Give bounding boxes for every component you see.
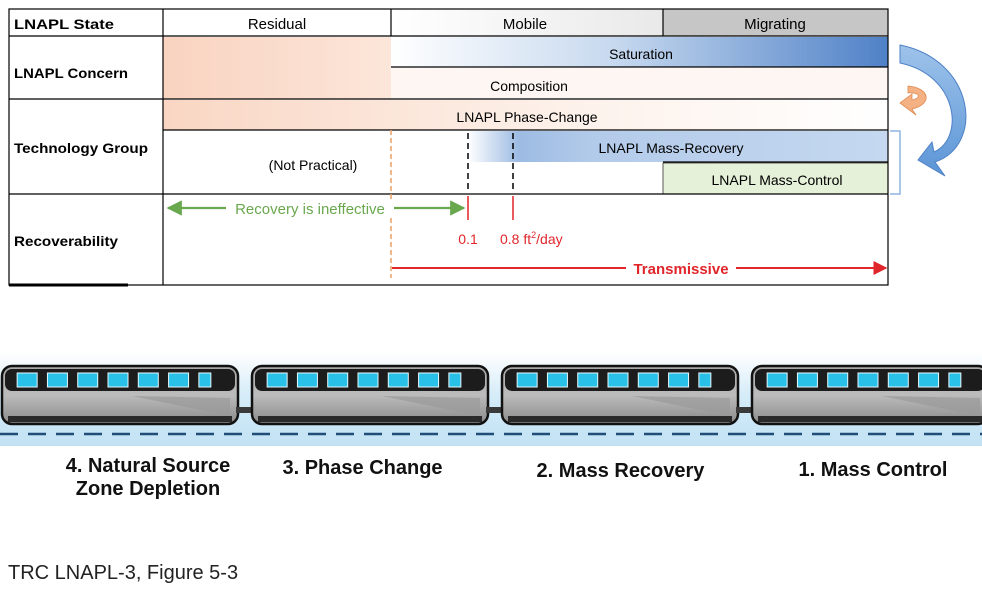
cycle-arrows <box>890 44 967 195</box>
row-label-recoverability: Recoverability <box>14 233 118 249</box>
threshold-0-1-label: 0.1 <box>458 231 478 247</box>
car-window <box>198 372 212 388</box>
car-shading <box>381 396 480 416</box>
bracket-right <box>890 130 901 195</box>
figure-caption: TRC LNAPL-3, Figure 5-3 <box>8 562 239 584</box>
train-illustration <box>0 352 982 446</box>
mass-recovery-bar <box>468 131 888 162</box>
car-window <box>46 372 68 388</box>
car-shading <box>881 396 980 416</box>
state-migrating: Migrating <box>744 16 806 33</box>
row-label-state: LNAPL State <box>14 16 114 32</box>
car-window <box>918 372 940 388</box>
car-label-natural-source-line1: 4. Natural Source <box>65 455 231 477</box>
car-label-mass-recovery: 2. Mass Recovery <box>536 460 705 482</box>
state-residual: Residual <box>248 16 306 33</box>
mass-control-bar <box>662 162 889 195</box>
recoverability-ineffective: Recovery is ineffective <box>235 201 385 218</box>
residual-header-cell <box>163 9 391 36</box>
train-car <box>750 364 982 426</box>
composition-bar <box>391 68 888 99</box>
car-label-mass-control: 1. Mass Control <box>798 459 948 481</box>
residual-concern-fill <box>163 37 391 99</box>
ineffective-label-bg <box>226 199 394 218</box>
phase-change-bar <box>163 100 888 130</box>
recoverability-transmissive: Transmissive <box>633 261 728 278</box>
car-window <box>387 372 409 388</box>
car-coupler <box>736 407 754 413</box>
migrating-header-cell <box>663 9 888 36</box>
car-window <box>607 372 629 388</box>
car-undercarriage <box>8 416 232 422</box>
threshold-0-8-unit: /day <box>536 231 562 247</box>
car-window <box>577 372 599 388</box>
transmissive-label-bg <box>626 259 736 278</box>
car-label-natural-source-line2: Zone Depletion <box>75 478 221 500</box>
car-shading <box>131 396 230 416</box>
car-window <box>266 372 288 388</box>
car-undercarriage <box>258 416 482 422</box>
car-label-natural-source: 4. Natural Source Zone Depletion <box>48 455 248 501</box>
car-window <box>137 372 159 388</box>
car-window <box>16 372 38 388</box>
car-label-phase-change: 3. Phase Change <box>282 457 443 479</box>
train-car <box>500 364 740 426</box>
tech-not-practical: (Not Practical) <box>269 157 358 173</box>
threshold-0-8-label: 0.8 ft2/day <box>500 230 563 247</box>
car-window <box>107 372 129 388</box>
car-coupler <box>236 407 254 413</box>
row-label-concern: LNAPL Concern <box>14 65 128 81</box>
car-shading <box>631 396 730 416</box>
threshold-0-8-sup: 2 <box>531 230 536 240</box>
row-label-technology: Technology Group <box>14 140 148 156</box>
car-window <box>357 372 379 388</box>
car-window <box>698 372 712 388</box>
saturation-bar <box>391 37 888 67</box>
table-grid <box>8 8 889 286</box>
car-undercarriage <box>508 416 732 422</box>
car-window <box>948 372 962 388</box>
car-window <box>857 372 879 388</box>
car-window <box>827 372 849 388</box>
car-window <box>796 372 818 388</box>
car-window <box>887 372 909 388</box>
car-window <box>168 372 190 388</box>
state-mobile: Mobile <box>503 16 547 33</box>
small-orange-arrow-icon <box>899 85 927 116</box>
concern-saturation: Saturation <box>609 46 673 62</box>
train-car <box>250 364 490 426</box>
big-curved-arrow-icon <box>899 44 967 177</box>
train-cars <box>0 364 982 426</box>
car-window <box>668 372 690 388</box>
car-window <box>448 372 462 388</box>
car-window <box>766 372 788 388</box>
car-window <box>77 372 99 388</box>
car-window <box>546 372 568 388</box>
car-window <box>327 372 349 388</box>
tech-mass-control: LNAPL Mass-Control <box>712 172 843 188</box>
car-coupler <box>486 407 504 413</box>
concern-composition: Composition <box>490 78 568 94</box>
train-car <box>0 364 240 426</box>
car-window <box>637 372 659 388</box>
car-undercarriage <box>758 416 982 422</box>
lnapl-table: LNAPL State LNAPL Concern Technology Gro… <box>8 8 889 287</box>
car-window <box>418 372 440 388</box>
tech-mass-recovery: LNAPL Mass-Recovery <box>599 140 744 156</box>
car-window <box>296 372 318 388</box>
tech-phase-change: LNAPL Phase-Change <box>456 109 597 125</box>
threshold-0-8-value: 0.8 ft <box>500 231 531 247</box>
car-window <box>516 372 538 388</box>
